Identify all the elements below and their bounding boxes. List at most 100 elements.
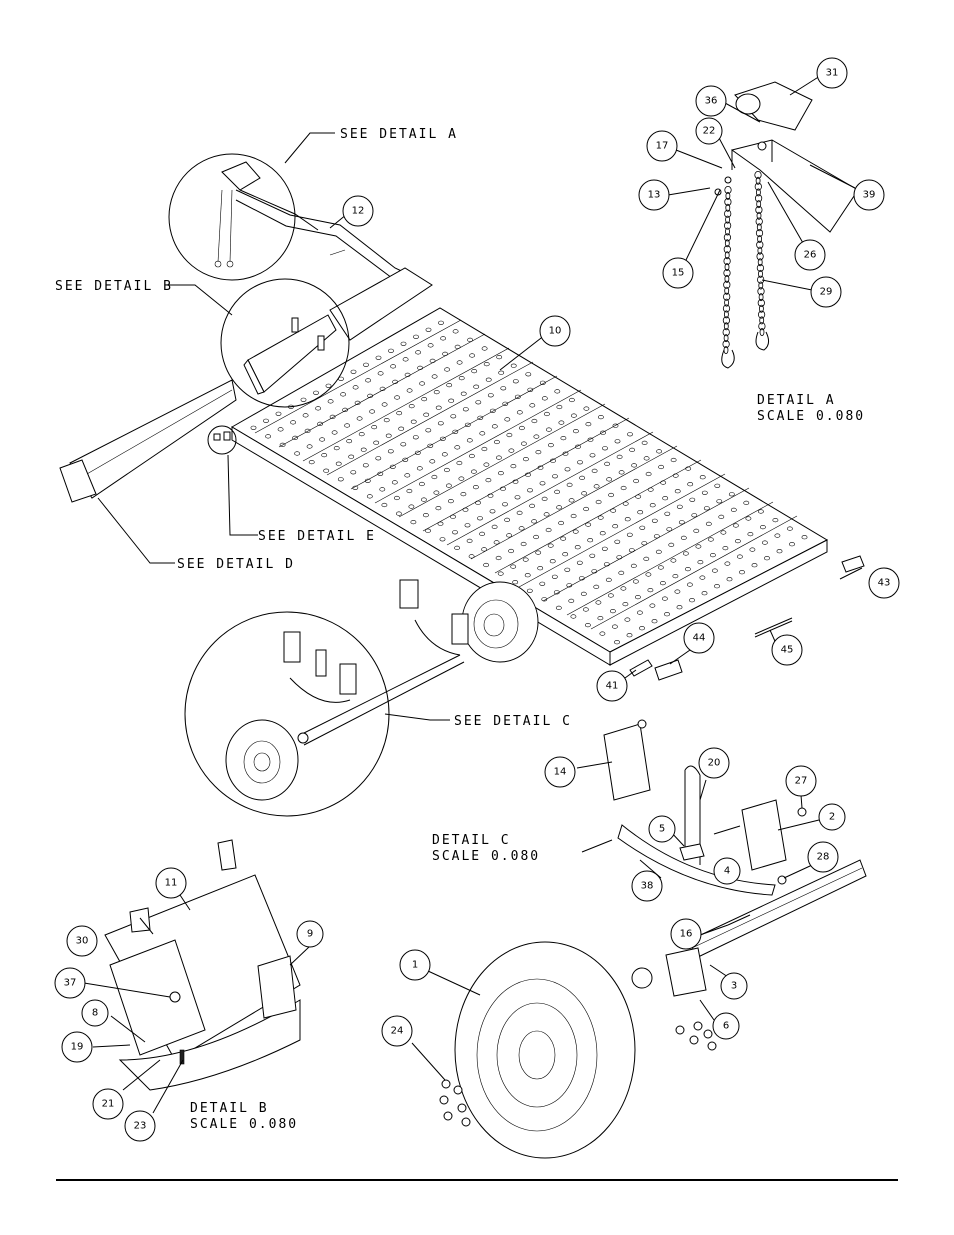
deck-hole [554, 389, 561, 394]
loose-parts [629, 555, 865, 681]
chain-link [757, 298, 765, 307]
deck-hole [576, 560, 583, 565]
deck-hole [404, 473, 411, 478]
deck-hole [585, 622, 591, 628]
deck-hole [371, 425, 378, 430]
chain-link [722, 328, 730, 337]
deck-hole [467, 337, 473, 343]
deck-hole [564, 467, 571, 472]
chain-link [725, 203, 731, 212]
balloon-23: 23 [124, 1110, 156, 1142]
item-6: 6 [723, 1021, 729, 1032]
deck-hole [446, 383, 453, 388]
deck-hole [608, 593, 614, 598]
deck-hole [639, 626, 645, 631]
deck-hole [504, 417, 511, 422]
deck-hole [701, 591, 708, 596]
deck-hole [466, 438, 473, 443]
deck-hole [633, 579, 639, 584]
deck-hole [547, 543, 554, 548]
deck-hole [739, 570, 745, 575]
deck-hole [360, 447, 367, 452]
deck-hole [575, 444, 581, 449]
deck-hole [552, 474, 558, 479]
item-21: 21 [102, 1099, 115, 1110]
deck-hole [437, 421, 444, 426]
deck-hole [510, 464, 517, 469]
deck-hole [472, 485, 479, 490]
deck-hole [396, 411, 403, 416]
deck-hole [422, 512, 429, 518]
deck-hole [323, 468, 330, 473]
deck-hole [364, 478, 371, 483]
deck-hole [664, 511, 671, 516]
chain-link [724, 209, 732, 218]
deck-hole [454, 545, 460, 551]
chain-link [754, 170, 762, 179]
deck-hole [425, 428, 432, 433]
detail-a-scale: SCALE 0.080 [757, 409, 865, 424]
deck-hole [418, 481, 425, 487]
deck-hole [452, 329, 459, 334]
deck-hole [555, 605, 562, 611]
deck-hole [597, 615, 604, 621]
chain-link [723, 322, 729, 331]
deck-hole [402, 457, 409, 462]
deck-hole [514, 394, 521, 399]
deck-hole [416, 466, 423, 471]
see-detail-d-label: SEE DETAIL D [177, 557, 295, 572]
item-13: 13 [648, 190, 661, 201]
deck-hole [622, 601, 629, 607]
deck-hole [614, 640, 620, 645]
deck-hole [350, 470, 357, 475]
deck-hole [680, 535, 687, 541]
deck-hole [483, 462, 490, 467]
chain-link [724, 274, 730, 283]
deck-hole [628, 548, 635, 553]
deck-hole [412, 435, 419, 440]
deck-hole [685, 466, 692, 471]
deck-hole [385, 433, 392, 438]
deck-hole [610, 508, 617, 513]
deck-hole [670, 558, 677, 563]
deck-hole [774, 533, 781, 538]
deck-hole [593, 584, 600, 590]
trailer-deck [231, 307, 829, 666]
deck-hole [635, 594, 641, 600]
deck-hole [375, 355, 382, 360]
deck-hole [277, 427, 284, 432]
balloon-41: 41 [596, 670, 628, 702]
deck-hole [456, 460, 463, 466]
deck-hole [389, 464, 396, 469]
deck-hole [367, 393, 373, 399]
deck-hole [553, 590, 560, 595]
deck-hole [302, 413, 309, 418]
deck-hole [331, 430, 338, 435]
item-12: 12 [352, 206, 365, 217]
deck-hole [676, 504, 683, 509]
deck-hole [546, 427, 552, 432]
deck-hole [402, 357, 409, 362]
item-9: 9 [307, 929, 313, 940]
deck-hole [526, 588, 533, 593]
deck-hole [394, 395, 400, 400]
callout-labels: SEE DETAIL A SEE DETAIL B SEE DETAIL E S… [55, 127, 570, 729]
deck-hole [352, 385, 359, 390]
balloon-10: 10 [539, 315, 571, 347]
item-38: 38 [641, 881, 654, 892]
item-36: 36 [705, 96, 718, 107]
deck-hole [493, 540, 500, 545]
deck-hole [458, 376, 465, 381]
deck-hole [400, 442, 407, 447]
tongue-beam [59, 379, 237, 503]
deck-hole [340, 392, 346, 397]
deck-hole [583, 406, 590, 411]
balloon-21: 21 [92, 1088, 124, 1120]
deck-hole [645, 471, 652, 477]
deck-hole [408, 504, 415, 509]
chain-link [723, 257, 731, 266]
deck-hole [466, 538, 473, 544]
deck-hole [468, 453, 475, 459]
deck-hole [579, 475, 585, 481]
deck-hole [672, 573, 679, 579]
